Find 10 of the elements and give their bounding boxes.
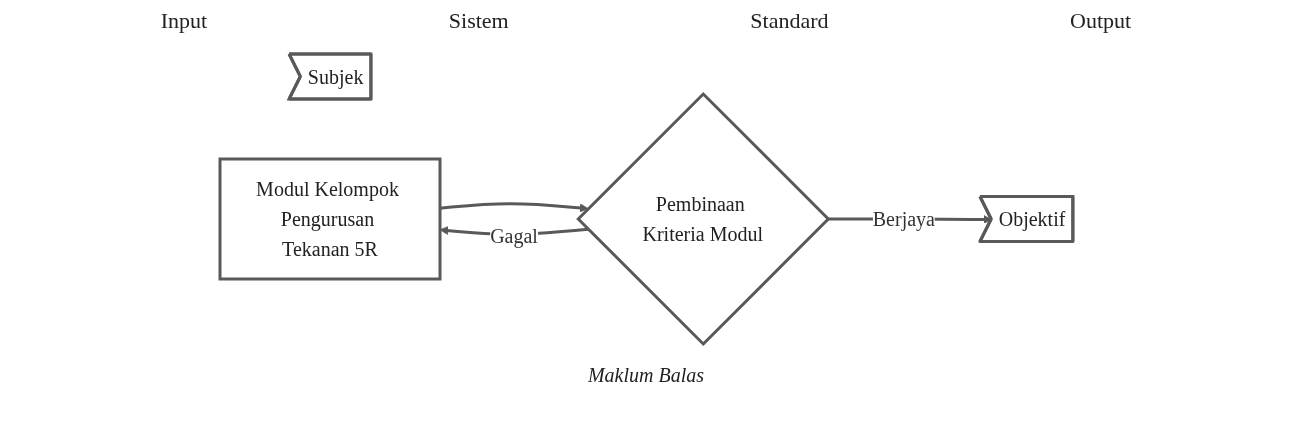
edge-label: Gagal (489, 225, 538, 248)
column-heading: Output (1070, 8, 1132, 34)
node-box: Modul Kelompok Pengurusan Tekanan 5R (218, 157, 442, 281)
arrow (439, 202, 589, 213)
note-text: Maklum Balas (587, 364, 705, 386)
edge-label: Berjaya (872, 208, 935, 230)
node-diamond: Pembinaan Kriteria Modul (575, 91, 830, 347)
column-heading: Sistem (448, 8, 509, 34)
column-heading: Input (160, 8, 208, 34)
column-heading: Standard (750, 8, 829, 34)
